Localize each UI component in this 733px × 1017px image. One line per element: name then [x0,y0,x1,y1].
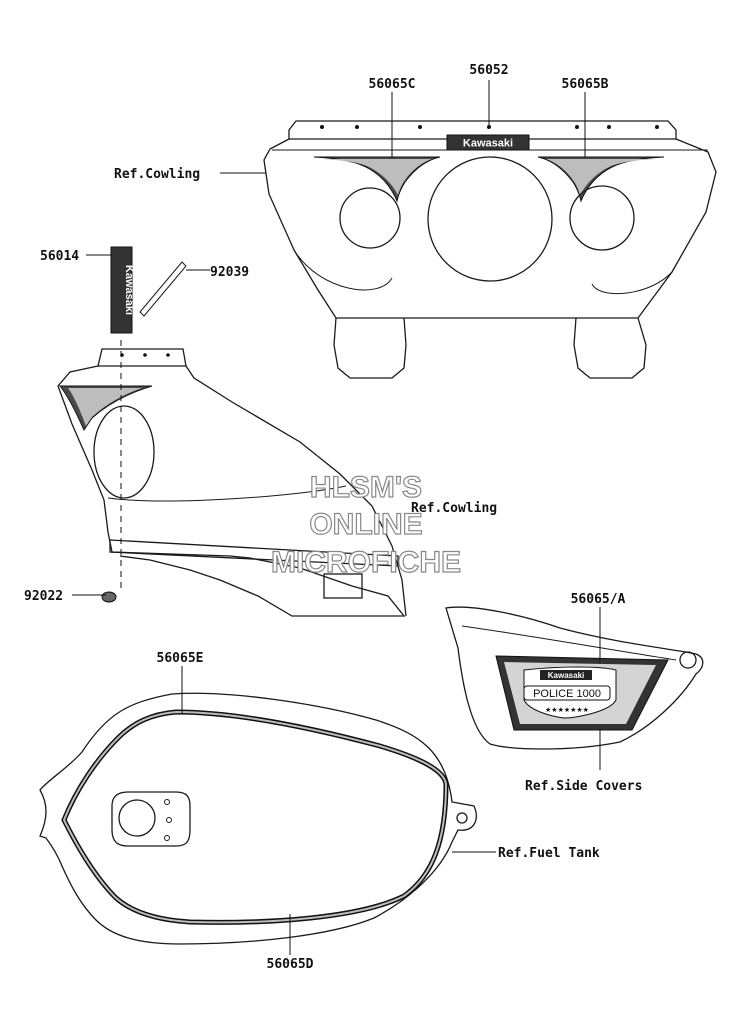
watermark-line-2: ONLINE [309,508,422,541]
part-labels: 56065C 56052 56065B Ref.Cowling 56014 92… [24,63,642,972]
fuel-tank-drawing [39,692,477,945]
label-ref-side-covers: Ref.Side Covers [525,779,642,794]
side-cover-drawing: Kawasaki POLICE 1000 ★★★★★★★ [445,606,704,750]
label-92022: 92022 [24,589,63,604]
watermark-line-3: MICROFICHE [271,546,461,579]
label-56065E: 56065E [157,651,204,666]
label-56014: 56014 [40,249,79,264]
label-ref-fuel-tank: Ref.Fuel Tank [498,846,600,861]
cowling-kawasaki-logo: Kawasaki [463,138,513,150]
vertical-kawasaki-logo: Kawasaki [123,265,135,315]
label-56065A: 56065/A [571,592,626,607]
label-56065D: 56065D [267,957,314,972]
label-92039: 92039 [210,265,249,280]
label-56065B: 56065B [562,77,609,92]
side-cover-model-text: POLICE 1000 [533,688,601,700]
watermark-line-1: HLSM'S [310,471,422,504]
label-56065C: 56065C [369,77,416,92]
leader-lines [72,80,601,955]
front-cowling-drawing: Kawasaki [263,120,717,379]
side-cowling-drawing: Kawasaki [57,246,407,617]
label-ref-cowling-mid: Ref.Cowling [411,501,497,516]
label-56052: 56052 [469,63,508,78]
side-cover-stars: ★★★★★★★ [545,706,589,714]
side-cover-kawasaki-text: Kawasaki [548,671,584,680]
label-ref-cowling-top: Ref.Cowling [114,167,200,182]
watermark: HLSM'S ONLINE MICROFICHE [270,470,461,579]
